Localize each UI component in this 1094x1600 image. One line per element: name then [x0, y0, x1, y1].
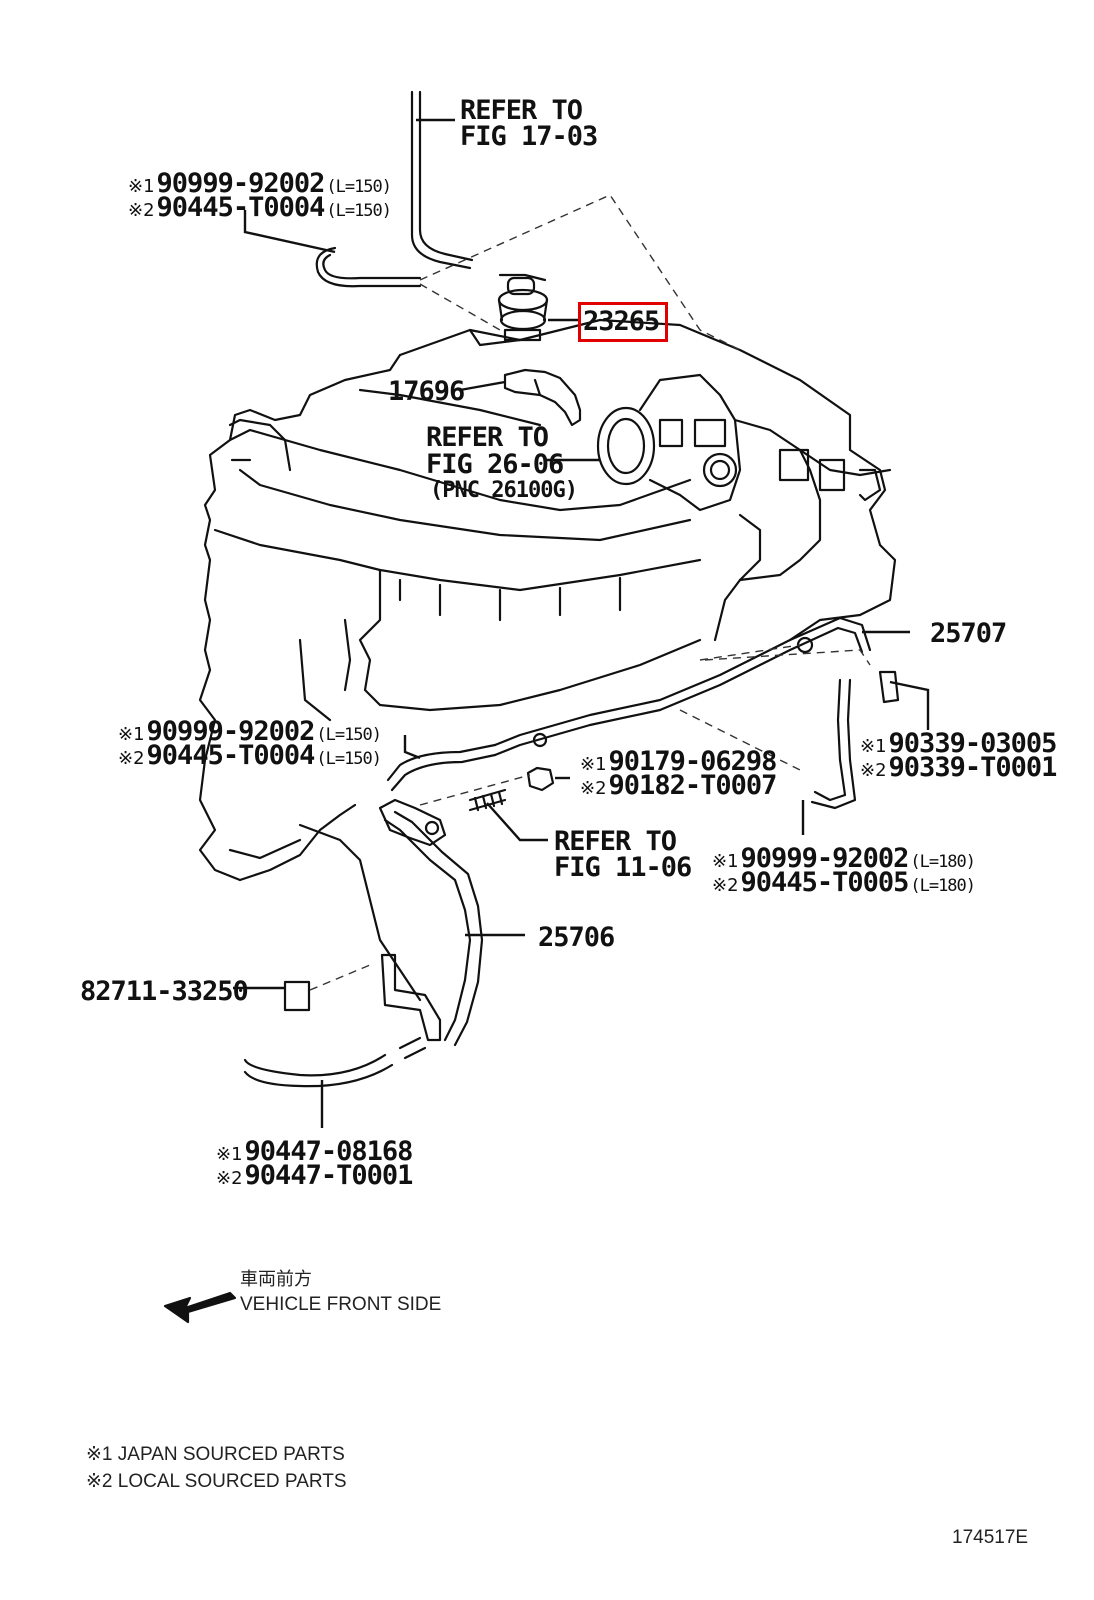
- marker: ※2: [712, 875, 739, 896]
- ref-fig11-line2: FIG 11-06: [554, 852, 692, 883]
- length: (L=180): [910, 852, 976, 872]
- marker: ※1: [118, 724, 145, 745]
- hose-bottom: [243, 1053, 394, 1088]
- marker: ※1: [580, 754, 607, 775]
- throttle-body: [596, 373, 892, 642]
- valve-23265: [497, 273, 549, 342]
- pair-right-1: ※1 90339-03005: [860, 728, 1058, 759]
- engine-block: [198, 318, 897, 1002]
- part-number[interactable]: 90445-T0004: [146, 740, 316, 771]
- direction-jp: 車両前方: [240, 1269, 312, 1289]
- part-number[interactable]: 90179-06298: [608, 746, 778, 777]
- front-arrow: [163, 1291, 237, 1324]
- pair-right-2: ※2 90339-T0001: [860, 752, 1058, 783]
- length: (L=150): [316, 725, 382, 745]
- part-number[interactable]: 90339-03005: [888, 728, 1058, 759]
- pair-mid-left-1: ※1 90999-92002 (L=150): [118, 716, 382, 747]
- part-number[interactable]: 90445-T0005: [740, 867, 910, 898]
- marker: ※1: [128, 176, 155, 197]
- part-number[interactable]: 90447-T0001: [244, 1160, 414, 1191]
- part-number[interactable]: 90339-T0001: [888, 752, 1058, 783]
- marker: ※1: [860, 736, 887, 757]
- part-25707[interactable]: 25707: [930, 618, 1007, 649]
- length: (L=150): [326, 201, 392, 221]
- ref-top-line2: FIG 17-03: [460, 121, 598, 152]
- marker: ※1: [712, 851, 739, 872]
- hose-top-left: [315, 246, 422, 288]
- length: (L=150): [316, 749, 382, 769]
- part-number[interactable]: 90999-92002: [146, 716, 316, 747]
- part-82711[interactable]: 82711-33250: [80, 976, 249, 1007]
- part-number[interactable]: 90447-08168: [244, 1136, 414, 1167]
- marker: ※2: [580, 778, 607, 799]
- part-number[interactable]: 90999-92002: [740, 843, 910, 874]
- part-25706[interactable]: 25706: [538, 922, 615, 953]
- length: (L=150): [326, 177, 392, 197]
- part-number[interactable]: 90999-92002: [156, 168, 326, 199]
- hose-top: [410, 90, 474, 270]
- pair-nut-2: ※2 90182-T0007: [580, 770, 778, 801]
- ref-throttle-line2: FIG 26-06: [426, 449, 564, 480]
- pair-hose180-1: ※1 90999-92002 (L=180): [712, 843, 976, 874]
- legend-line1: ※1 JAPAN SOURCED PARTS: [86, 1444, 345, 1465]
- ref-fig11-line1: REFER TO: [554, 826, 677, 857]
- pair-hose180-2: ※2 90445-T0005 (L=180): [712, 867, 976, 898]
- pair-bottom-2: ※2 90447-T0001: [216, 1160, 414, 1191]
- pair-nut-1: ※1 90179-06298: [580, 746, 778, 777]
- ref-throttle-pnc: (PNC 26100G): [430, 478, 578, 503]
- length: (L=180): [910, 876, 976, 896]
- marker: ※2: [216, 1168, 243, 1189]
- hose-mid-left: [386, 743, 497, 792]
- pair-bottom-1: ※1 90447-08168: [216, 1136, 414, 1167]
- part-number[interactable]: 90182-T0007: [608, 770, 778, 801]
- stud-bolt: [468, 766, 555, 812]
- legend-line2: ※2 LOCAL SOURCED PARTS: [86, 1471, 347, 1492]
- highlight-box-23265: [578, 302, 668, 342]
- pipe-25707: [493, 616, 872, 757]
- pair-mid-left-2: ※2 90445-T0004 (L=150): [118, 740, 382, 771]
- marker: ※2: [118, 748, 145, 769]
- ref-throttle-line1: REFER TO: [426, 422, 549, 453]
- figure-id: 174517E: [952, 1527, 1029, 1548]
- pair-top-left-2: ※2 90445-T0004 (L=150): [128, 192, 392, 223]
- pipe-25706: [383, 810, 484, 1047]
- marker: ※1: [216, 1144, 243, 1165]
- part-23265[interactable]: 23265: [583, 306, 660, 337]
- pair-top-left-1: ※1 90999-92002 (L=150): [128, 168, 392, 199]
- hose-180: [810, 678, 857, 810]
- marker: ※2: [860, 760, 887, 781]
- bracket-17696: [503, 368, 582, 427]
- part-17696[interactable]: 17696: [388, 376, 465, 407]
- direction-en: VEHICLE FRONT SIDE: [240, 1294, 442, 1315]
- marker: ※2: [128, 200, 155, 221]
- ref-top-line1: REFER TO: [460, 95, 583, 126]
- part-number[interactable]: 90445-T0004: [156, 192, 326, 223]
